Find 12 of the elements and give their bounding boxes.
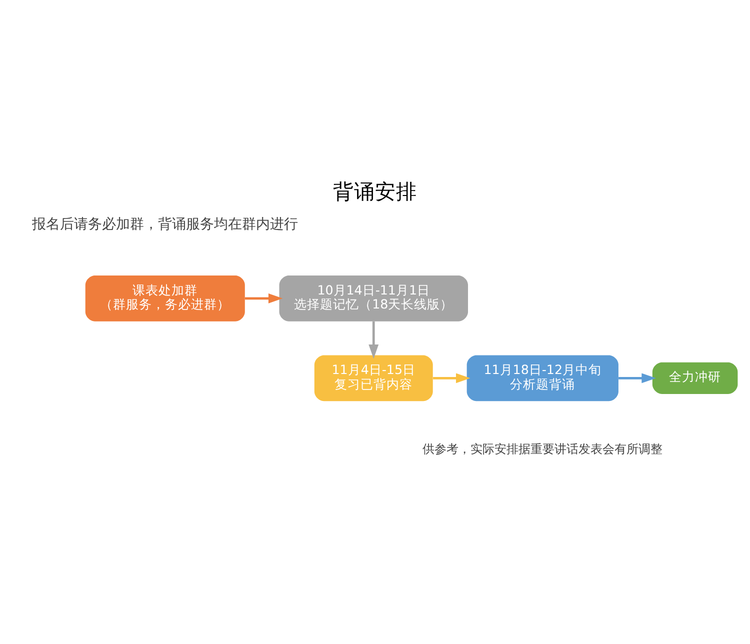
node-box: 课表处加群 （群服务，务必进群） — [85, 275, 245, 321]
label: 供参考，实际安排据重要讲话发表会有所调整 — [422, 442, 663, 456]
label: 报名后请务必加群，背诵服务均在群内进行 — [32, 216, 298, 232]
diagram-title: 背诵安排 — [333, 179, 417, 204]
node-box: 11月4日-15日 复习已背内容 — [314, 354, 433, 401]
node-box: 全力冲研 — [652, 362, 738, 394]
arrow — [244, 292, 283, 303]
arrow — [368, 320, 379, 358]
node-box: 11月18日-12月中旬 分析题背诵 — [466, 354, 618, 401]
arrow — [433, 372, 470, 383]
node-box: 10月14日-11月1日 选择题记忆（18天长线版） — [279, 275, 468, 321]
arrow — [618, 372, 656, 383]
